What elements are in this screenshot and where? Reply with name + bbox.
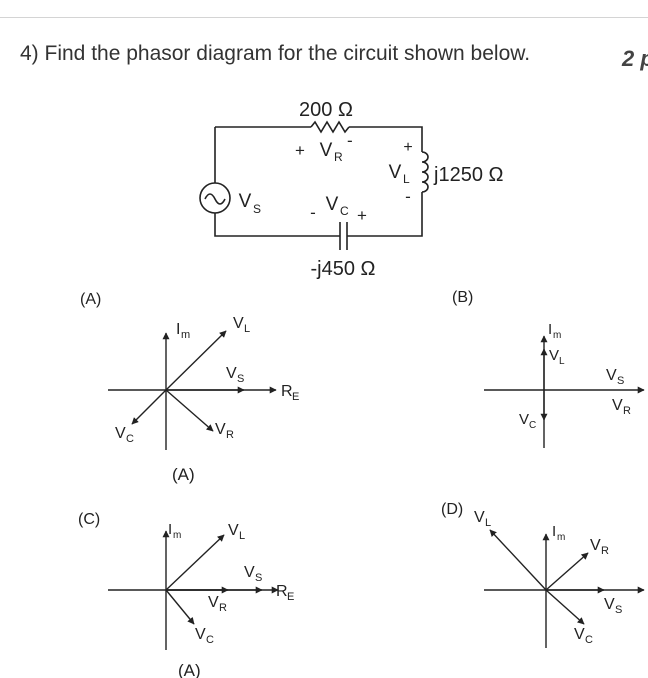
a-vl-sub: L bbox=[244, 323, 250, 335]
d-vs-sub: S bbox=[615, 604, 622, 616]
wire-bottom-left bbox=[214, 213, 340, 237]
c-vc-label: V bbox=[195, 626, 206, 643]
d-phasor-vr bbox=[545, 552, 589, 591]
d-vr-sub: R bbox=[601, 545, 609, 557]
inductor-plus: + bbox=[403, 139, 412, 156]
a-phasor-vc bbox=[131, 389, 167, 425]
resistor-zigzag bbox=[310, 120, 350, 134]
option-a-label: (A) bbox=[80, 291, 101, 308]
ac-source-sine bbox=[204, 193, 226, 205]
a-im-sub: m bbox=[181, 329, 190, 341]
phasor-diagram-c-labels: I m V L V S R E V R V C bbox=[168, 521, 294, 646]
option-c-caption: (A) bbox=[178, 661, 201, 678]
b-vr-label: V bbox=[612, 397, 623, 414]
a-vr-sub: R bbox=[226, 429, 234, 441]
capacitor-value: -j450 Ω bbox=[311, 258, 376, 280]
resistor-sub: R bbox=[334, 150, 343, 164]
a-vc-label: V bbox=[115, 425, 126, 442]
phasor-diagram-c bbox=[108, 530, 279, 650]
phasor-diagram-d-labels: V L I m V R V S V C bbox=[474, 509, 622, 646]
c-re-label: R bbox=[276, 583, 288, 600]
b-vl-sub: L bbox=[559, 356, 565, 367]
b-im-sub: m bbox=[553, 330, 561, 341]
phasor-diagram-b bbox=[484, 335, 645, 448]
resistor-minus: - bbox=[347, 131, 353, 150]
a-vr-label: V bbox=[215, 421, 226, 438]
d-im-sub: m bbox=[557, 532, 565, 543]
a-vc-sub: C bbox=[126, 433, 134, 445]
d-vr-label: V bbox=[590, 537, 601, 554]
b-vr-sub: R bbox=[623, 405, 631, 417]
c-vl-sub: L bbox=[239, 530, 245, 542]
option-c-label: (C) bbox=[78, 511, 100, 528]
circuit-labels: 200 Ω + V R - + V L - j1250 Ω V S - V C … bbox=[239, 99, 504, 280]
c-phasor-vc bbox=[165, 589, 195, 625]
c-vs-sub: S bbox=[255, 572, 262, 584]
capacitor-sub: C bbox=[340, 204, 349, 218]
a-phasor-vl bbox=[165, 330, 227, 391]
phasor-diagram-d bbox=[484, 529, 645, 648]
points-fragment: 2 p bbox=[622, 46, 648, 71]
d-vc-label: V bbox=[574, 626, 585, 643]
inductor-sub: L bbox=[403, 172, 410, 186]
phasor-diagram-a bbox=[108, 330, 277, 450]
c-phasor-vl bbox=[165, 534, 225, 591]
phasor-diagram-b-labels: I m V L V S V R V C bbox=[519, 321, 631, 431]
d-phasor-vl bbox=[489, 529, 547, 591]
c-im-sub: m bbox=[173, 530, 181, 541]
question-text: 4) Find the phasor diagram for the circu… bbox=[20, 42, 531, 65]
a-vs-label: V bbox=[226, 365, 237, 382]
source-sub: S bbox=[253, 202, 261, 216]
b-vl-label: V bbox=[549, 347, 559, 364]
c-vr-label: V bbox=[208, 594, 219, 611]
a-im-label: I bbox=[176, 321, 180, 338]
c-vc-sub: C bbox=[206, 634, 214, 646]
d-vc-sub: C bbox=[585, 634, 593, 646]
capacitor-minus: - bbox=[310, 203, 316, 222]
circuit bbox=[199, 120, 429, 250]
inductor-coil bbox=[421, 151, 429, 193]
c-vl-label: V bbox=[228, 522, 239, 539]
inductor-value: j1250 Ω bbox=[433, 164, 503, 186]
resistor-plus: + bbox=[295, 141, 305, 160]
capacitor-v: V bbox=[326, 194, 339, 215]
b-vs-sub: S bbox=[617, 375, 624, 387]
source-v: V bbox=[239, 191, 252, 212]
capacitor-plus: + bbox=[357, 206, 367, 225]
b-im-label: I bbox=[548, 321, 552, 338]
d-vl-label: V bbox=[474, 509, 485, 526]
b-vc-sub: C bbox=[529, 420, 536, 431]
a-re-label: R bbox=[281, 383, 293, 400]
inductor-minus: - bbox=[405, 187, 411, 206]
ac-source bbox=[199, 182, 231, 214]
c-vs-label: V bbox=[244, 564, 255, 581]
d-phasor-vc bbox=[545, 589, 585, 625]
d-vl-sub: L bbox=[485, 517, 491, 529]
a-vl-label: V bbox=[233, 315, 244, 332]
phasor-diagram-a-labels: I m V L V S R E V C V R bbox=[115, 315, 299, 445]
b-vs-label: V bbox=[606, 367, 617, 384]
wire-right-lower bbox=[347, 192, 423, 237]
inductor-v: V bbox=[389, 162, 402, 183]
wire-top-right bbox=[349, 126, 423, 152]
c-re-sub: E bbox=[287, 591, 294, 603]
resistor-value: 200 Ω bbox=[299, 99, 353, 121]
option-b-label: (B) bbox=[452, 289, 473, 306]
c-vr-sub: R bbox=[219, 602, 227, 614]
top-divider bbox=[0, 17, 648, 18]
c-im-label: I bbox=[168, 521, 172, 538]
resistor-v: V bbox=[320, 140, 333, 161]
option-a-caption: (A) bbox=[172, 465, 195, 484]
b-vc-label: V bbox=[519, 411, 529, 428]
d-im-label: I bbox=[552, 523, 556, 540]
d-vs-label: V bbox=[604, 596, 615, 613]
a-phasor-vr bbox=[165, 389, 214, 432]
a-vs-sub: S bbox=[237, 373, 244, 385]
a-re-sub: E bbox=[292, 391, 299, 403]
option-d-label: (D) bbox=[441, 501, 463, 518]
